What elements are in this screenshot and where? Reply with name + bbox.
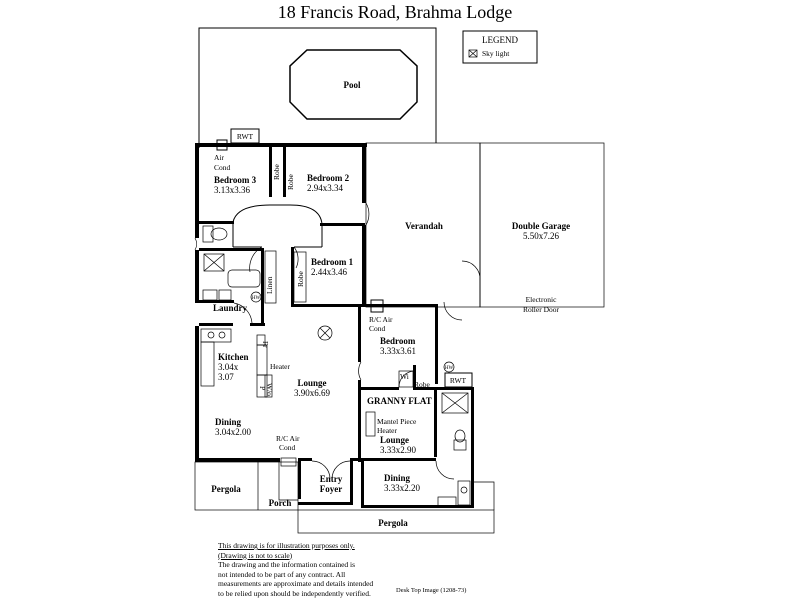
flat-cond-label: Cond [369,324,386,333]
laundry-label: Laundry [213,303,248,313]
legend: LEGEND Sky light [462,30,538,64]
mantel-heater-label: Heater [377,426,397,435]
fridge-label: Fr [261,341,270,348]
porch-label: Porch [269,498,292,508]
lounge-name: Lounge [297,378,326,388]
disclaimer-line-2: (Drawing is not to scale) [218,550,293,560]
disclaimer-line-3: The drawing and the information containe… [218,560,356,569]
image-reference: Desk Top Image (1208-73) [396,587,467,594]
flat-dining-size: 3.33x2.20 [384,483,421,493]
bench [200,341,215,387]
dining-size: 3.04x2.00 [215,427,252,437]
lounge-size: 3.90x6.69 [294,388,331,398]
granny-flat-walls [361,304,474,508]
wo-label: W/o [265,383,274,396]
property-boundary [198,27,437,148]
hot-water-icon [250,291,262,303]
flat-rwt-tank [444,372,473,388]
shower-icon [203,253,225,272]
hw-label: HW [252,296,261,301]
pantry-label: P [258,386,267,390]
flat-dining-name: Dining [384,473,411,483]
flat-lounge-size: 3.33x2.90 [380,445,417,455]
pergola-west-label: Pergola [211,484,241,494]
robe-label-2: Robe [286,173,295,190]
flat-air-cond-unit [370,299,384,313]
disclaimer-line-4: not intended to be part of any contract.… [218,569,346,579]
kitchen-size-1: 3.04x [218,362,239,372]
walk-in-robe [398,370,414,388]
flat-shower-icon [441,392,469,414]
pool-label: Pool [344,80,361,90]
bedroom2-size: 2.94x3.34 [307,183,344,193]
linen-label: Linen [265,276,274,294]
flat-hw-label: HW [445,366,454,371]
flat-bedroom-size: 3.33x3.61 [380,346,416,356]
bathroom [202,225,261,301]
toilet-icon [202,225,214,243]
garage-size: 5.50x7.26 [523,231,560,241]
bedroom1-size: 2.44x3.46 [311,267,348,277]
flat-bedroom-name: Bedroom [380,336,416,346]
electronic-label: Electronic [526,295,557,304]
pool: Pool [289,49,418,120]
heater-label: Heater [270,362,290,371]
robe-label-3: Robe [296,270,305,287]
kitchen-size-2: 3.07 [218,372,234,382]
page-title: 18 Francis Road, Brahma Lodge [278,2,512,22]
sink-icon [200,328,232,343]
flat-toilet-icon [453,439,467,451]
air-label: Air [214,153,225,162]
flat-rwt-label: RWT [450,376,467,385]
bedroom3-size: 3.13x3.36 [214,185,251,195]
kitchen-fixtures [200,328,273,398]
pergolas [194,461,495,534]
rc-cond-label: Cond [279,443,296,452]
mantel-heater-icon [365,411,376,437]
mantel-label: Mantel Piece [377,417,417,426]
heater-icon [256,344,268,376]
bedroom2-name: Bedroom 2 [307,173,350,183]
bath-tub-icon [227,269,261,288]
dining-name: Dining [215,417,242,427]
foyer-label-1: Entry [320,474,343,484]
door-swings [194,202,370,324]
pergola-south-label: Pergola [378,518,408,528]
cond-label: Cond [214,163,231,172]
disclaimer-line-1: This drawing is for illustration purpose… [218,541,355,550]
disclaimer-line-5: measurements are approximate and details… [218,579,374,588]
house-walls [195,143,367,505]
legend-heading: LEGEND [482,35,518,45]
roller-door-label: Roller Door [523,305,560,314]
skylight-swatch-icon [468,49,478,58]
verandah-label: Verandah [405,221,443,231]
flat-hot-water-icon [443,361,455,373]
garage-name: Double Garage [512,221,570,231]
disclaimer: This drawing is for illustration purpose… [218,541,398,598]
legend-item: Sky light [482,49,510,58]
flat-rc-air-label: R/C Air [369,315,393,324]
bedroom3-name: Bedroom 3 [214,175,257,185]
robe-label-1: Robe [272,163,281,180]
flat-lounge-name: Lounge [380,435,409,445]
foyer-label-2: Foyer [320,484,343,494]
bedroom1-name: Bedroom 1 [311,257,354,267]
disclaimer-line-6: to be relied upon should be independentl… [218,588,371,598]
kitchen-name: Kitchen [218,352,249,362]
rc-air-label: R/C Air [276,434,300,443]
skylight-icon [317,325,333,341]
granny-flat-label: GRANNY FLAT [367,396,432,406]
wi-label: Wi [400,372,409,381]
flat-robe-label: Robe [414,380,431,389]
verandah-garage [365,142,605,321]
laundry-tub-icon [202,289,218,301]
rwt-label: RWT [237,132,254,141]
